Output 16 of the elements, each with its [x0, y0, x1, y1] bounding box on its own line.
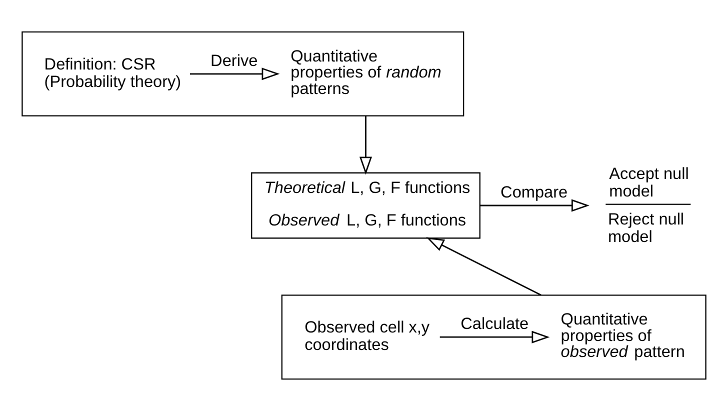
node-box: Theoretical L, G, F functions Observed L, G, F functions: [251, 172, 480, 239]
arrow: [190, 68, 280, 80]
edge-label: Calculate: [460, 315, 529, 334]
arrow: [440, 330, 550, 344]
arrow: [480, 199, 590, 212]
node-text: Definition: CSR (Probability theory): [44, 55, 182, 91]
edge-label: Compare: [500, 184, 568, 202]
cluster: [281, 294, 706, 380]
node-text: Observed cell x,y coordinates: [304, 318, 430, 354]
arrow: [426, 237, 542, 296]
arrow: [359, 116, 372, 175]
node-text: Accept null model Reject null model: [608, 164, 689, 246]
edge-label: Derive: [210, 52, 258, 70]
node-text: Quantitative properties of random patterns: [290, 47, 442, 98]
node-text: Quantitative properties of observed pattern: [560, 310, 685, 362]
cluster: [22, 31, 464, 116]
